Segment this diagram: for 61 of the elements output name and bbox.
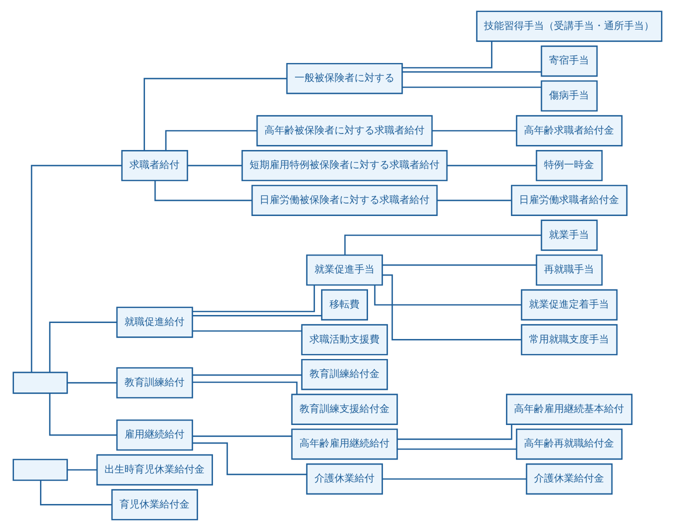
node-box: 高年齢雇用継続基本給付 <box>506 394 632 425</box>
connector <box>154 180 252 202</box>
connector <box>40 480 112 506</box>
connector <box>382 264 536 266</box>
node-box: 短期雇用特例被保険者に対する求職者給付 <box>241 150 448 182</box>
node-box: 介護休業給付金 <box>526 463 613 495</box>
node-box: 介護休業給付 <box>306 463 383 495</box>
connector <box>192 374 302 376</box>
node-box <box>12 372 68 394</box>
connector <box>144 78 287 150</box>
node-box: 常用就職支度手当 <box>520 324 618 356</box>
node-box: 寄宿手当 <box>540 46 598 77</box>
node-box: 教育訓練支援給付金 <box>291 394 398 425</box>
node-box: 就業促進手当 <box>306 254 383 286</box>
connector <box>192 436 292 437</box>
node-box: 高年齢被保険者に対する求職者給付 <box>256 115 433 146</box>
node-box: 出生時育児休業給付金 <box>96 454 213 486</box>
node-box: 求職者給付 <box>121 150 188 182</box>
connector <box>402 41 492 68</box>
connector <box>382 274 522 340</box>
node-box: 教育訓練給付金 <box>301 358 388 390</box>
node-box: 傷病手当 <box>540 80 598 112</box>
connector <box>192 382 298 394</box>
connector <box>67 469 97 471</box>
node-box: 就業促進定着手当 <box>520 289 618 320</box>
connector <box>165 130 258 151</box>
node-box: 育児休業給付金 <box>111 489 198 520</box>
node-box <box>12 458 68 481</box>
node-box: 一般被保険者に対する <box>286 62 403 94</box>
connector <box>192 315 322 316</box>
node-box: 就職促進給付 <box>116 306 194 338</box>
node-box: 日雇労働求職者給付金 <box>510 184 628 216</box>
node-box: 高年齢求職者給付金 <box>516 115 623 146</box>
node-box: 教育訓練給付 <box>116 367 194 398</box>
node-box: 日雇労働被保険者に対する求職者給付 <box>251 184 438 216</box>
node-box: 技能習得手当（受講手当・通所手当） <box>476 10 662 42</box>
connector <box>402 71 542 73</box>
node-box: 就業手当 <box>540 220 598 251</box>
node-box: 求職活動支援費 <box>301 324 388 356</box>
node-box: 移転費 <box>321 289 368 320</box>
connector <box>188 164 242 166</box>
connector <box>374 285 522 306</box>
connector <box>382 478 526 480</box>
connector <box>402 86 542 88</box>
connector <box>437 200 512 202</box>
connector <box>397 448 516 450</box>
connector <box>49 322 117 372</box>
node-box: 特例一時金 <box>536 150 603 182</box>
node-box: 雇用継続給付 <box>116 419 194 451</box>
connector <box>192 330 302 332</box>
connector <box>49 393 117 436</box>
node-box: 再就職手当 <box>536 254 603 286</box>
node-box: 高年齢再就職給付金 <box>516 428 623 460</box>
node-box: 高年齢雇用継続給付 <box>291 428 398 460</box>
connector <box>432 130 516 132</box>
connector <box>30 164 122 372</box>
connector <box>192 285 315 312</box>
connector <box>192 442 307 476</box>
connector <box>344 234 542 256</box>
connector <box>447 164 536 166</box>
connector <box>67 382 117 384</box>
